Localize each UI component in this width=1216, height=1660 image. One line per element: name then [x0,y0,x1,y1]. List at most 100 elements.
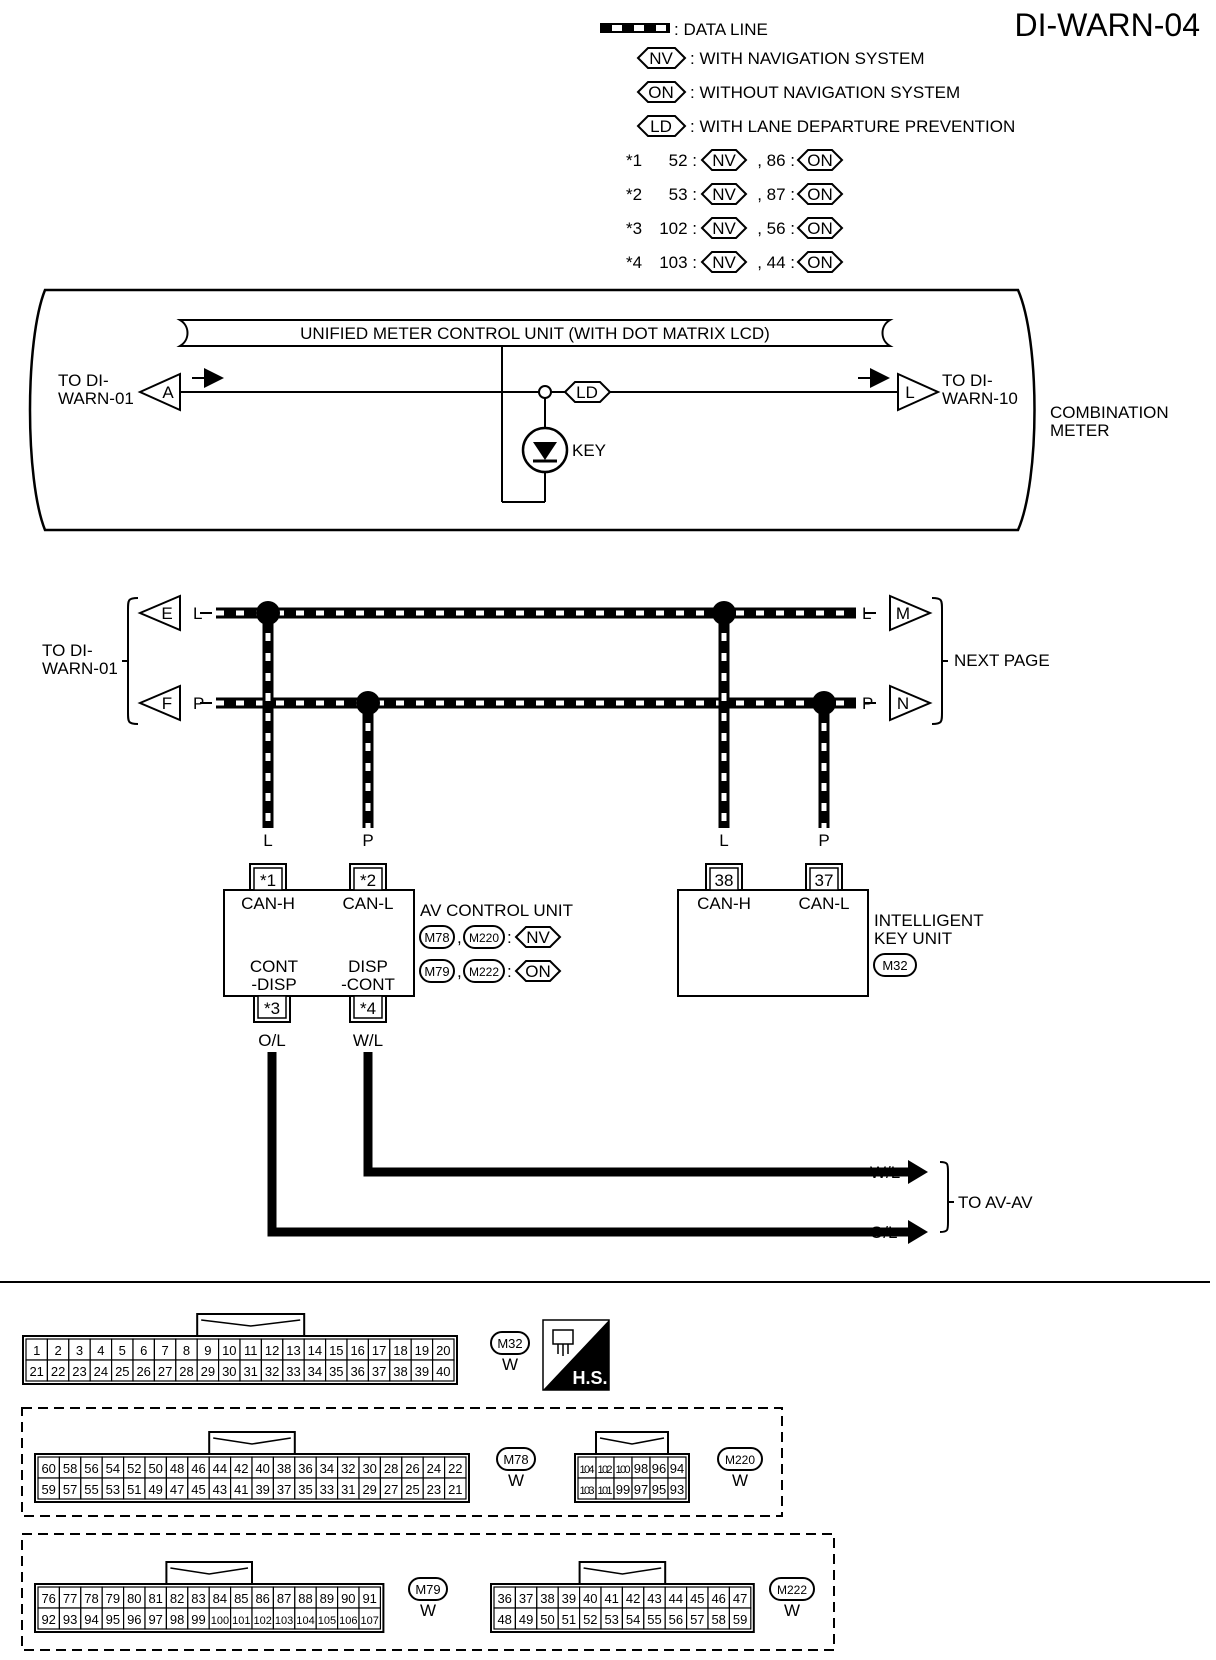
svg-text:ON: ON [648,83,674,102]
key-title-2: KEY UNIT [874,929,952,948]
connector-pin [667,1477,687,1500]
page-id: DI-WARN-04 [1015,7,1200,43]
connector-pin-number: 45 [191,1482,205,1497]
can-left-group-2: WARN-01 [42,659,118,678]
connector-pin-number: 36 [497,1591,511,1606]
connector-pin-number: 100 [616,1464,631,1476]
svg-text:NV: NV [649,49,673,68]
connector-pin-number: 58 [711,1612,725,1627]
connector-pin-number: 18 [393,1343,407,1358]
meter-to-right-1: TO DI- [942,371,993,390]
connector-pin-number: 86 [255,1591,269,1606]
connector-pin-number: 51 [562,1612,576,1627]
meter-right-conn: L [905,383,914,402]
av-control-unit: *1 *2 CAN-H CAN-L CONT -DISP DISP -CONT … [223,863,928,1244]
legend-data-line: : DATA LINE [674,20,768,39]
can-conn-n: N [897,694,909,713]
av-pin-disp: *4 [360,999,376,1018]
connector-pin-number: 9 [204,1343,211,1358]
note-on-pin: , 56 : [757,219,795,238]
connector-pin-number: 41 [234,1482,248,1497]
svg-text::: : [507,962,512,981]
connector-color: W [508,1471,524,1490]
meter-to-right-2: WARN-10 [942,389,1018,408]
on-tag-symbol: ON [636,81,687,103]
connector-pin-number: 20 [436,1343,450,1358]
connector-pin-number: 22 [448,1461,462,1476]
connector-pin-number: 94 [84,1612,98,1627]
connector-pin-number: 54 [106,1461,120,1476]
connector-pin-number: 16 [350,1343,364,1358]
connector-pin-number: 45 [690,1591,704,1606]
data-line-symbol [600,23,670,33]
svg-text::: : [507,928,512,947]
note-nv-pin: 103 : [659,253,697,272]
connector-pin-number: 26 [405,1461,419,1476]
connector-pin-number: 93 [670,1482,684,1497]
av-output-labels: W/L O/L TO AV-AV [870,1161,1033,1242]
connector-pin-number: 95 [106,1612,120,1627]
can-bus: TO DI- WARN-01 NEXT PAGE E F M N L P L P… [42,594,1050,850]
connector-pin-number: 4 [97,1343,104,1358]
connector-pin-number: 57 [63,1482,77,1497]
connector-pin-number: 22 [51,1364,65,1379]
note-on-tag: ON [807,253,833,272]
note-on-pin: , 44 : [757,253,795,272]
note-nv-pin: 53 : [669,185,697,204]
can-data-lines [200,607,876,828]
connector-pin-number: 31 [243,1364,257,1379]
connector-pin-number: 26 [136,1364,150,1379]
connector-pin-number: 59 [41,1482,55,1497]
note-nv-tag: NV [712,219,736,238]
note-nv-tag: NV [712,253,736,272]
hs-label: H.S. [572,1368,607,1388]
connector-pin-number: 53 [106,1482,120,1497]
connector-pin-number: 3 [76,1343,83,1358]
connector-pin-number: 43 [647,1591,661,1606]
connector-pin [432,1359,455,1382]
av-on-tag: ON [525,962,551,981]
note-nv-tag: NV [712,185,736,204]
connector-pin-number: 14 [308,1343,322,1358]
output-ol: O/L [870,1223,897,1242]
connector-id: M32 [497,1336,522,1351]
connector-pin-number: 83 [191,1591,205,1606]
connector-pin-number: 55 [84,1482,98,1497]
connector-pin-number: 89 [320,1591,334,1606]
connector-pin-number: 40 [583,1591,597,1606]
connector-pin-number: 24 [427,1461,441,1476]
note-mark: *4 [626,253,642,272]
connector-pin-number: 19 [415,1343,429,1358]
connector-pin-number: 35 [329,1364,343,1379]
harness-side-badge: H.S. [542,1319,610,1391]
av-conn-nv-2: M220 [469,931,499,945]
connector-pin [358,1607,381,1630]
av-conn-nv-1: M78 [424,930,449,945]
connector-pin-number: 39 [415,1364,429,1379]
can-conn-e: E [161,604,172,623]
combination-meter: UNIFIED METER CONTROL UNIT (WITH DOT MAT… [28,288,1169,532]
connector-pin-number: 50 [148,1461,162,1476]
note-on-pin: , 86 : [757,151,795,170]
connector-pin-number: 30 [222,1364,236,1379]
key-connector: M32 [882,958,907,973]
connector-pin-number: 103 [275,1615,293,1627]
connector-pin-number: 104 [580,1464,595,1476]
connector-pin-number: 91 [362,1591,376,1606]
connector-pin-number: 13 [286,1343,300,1358]
meter-to-left-2: WARN-01 [58,389,134,408]
key-wire-color-l: L [719,831,728,850]
av-conn-on-1: M79 [424,964,449,979]
connector-pin-number: 48 [497,1612,511,1627]
connector-pin-number: 47 [170,1482,184,1497]
connector-pin-number: 40 [255,1461,269,1476]
connector-pin [444,1477,467,1500]
connector-pin-number: 5 [119,1343,126,1358]
note-mark: *3 [626,219,642,238]
av-wire-color-p: P [362,831,373,850]
av-disp-1: DISP [348,957,388,976]
